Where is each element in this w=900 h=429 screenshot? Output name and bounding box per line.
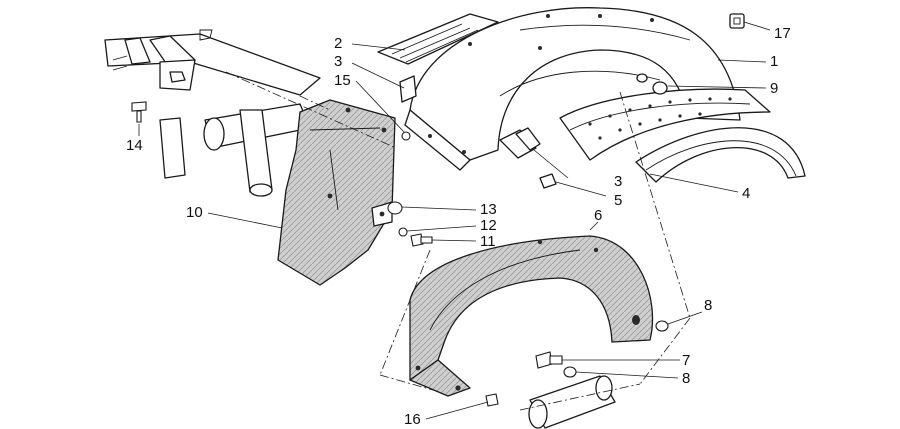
- callout-5: 5: [614, 192, 622, 209]
- part-14-bolt: [131, 101, 147, 123]
- callout-13: 13: [480, 201, 497, 218]
- part-10-splash-guard: [277, 99, 396, 286]
- part-5-clip: [539, 173, 557, 189]
- callout-15: 15: [334, 72, 351, 89]
- callout-14: 14: [126, 137, 143, 154]
- leader-lines: [138, 21, 771, 420]
- callout-3-upper: 3: [334, 53, 342, 70]
- part-8-washer-upper: [655, 320, 669, 332]
- part-11-bolt: [410, 233, 433, 247]
- part-15-washer: [401, 131, 411, 141]
- part-12-washer: [398, 227, 408, 237]
- part-17-nut: [729, 13, 745, 29]
- part-3-bracket-upper: [399, 75, 417, 103]
- part-13-spacer: [387, 201, 403, 215]
- callout-8-upper: 8: [704, 297, 712, 314]
- callout-4: 4: [742, 185, 750, 202]
- part-1-side-panel: [559, 88, 771, 161]
- part-16-nut: [485, 393, 499, 407]
- callout-1: 1: [770, 53, 778, 70]
- callout-10: 10: [186, 204, 203, 221]
- callout-17: 17: [774, 25, 791, 42]
- callout-9: 9: [770, 80, 778, 97]
- part-8-washer-lower: [563, 366, 577, 378]
- callout-8-lower: 8: [682, 370, 690, 387]
- lower-frame-tube: [528, 375, 616, 429]
- part-7-bolt: [535, 351, 563, 369]
- callout-labels: 1 2 3 15 17 9 14 3 4 5 10 13 6 12 11 8 7…: [126, 25, 791, 428]
- part-6-fender-liner: [409, 235, 654, 397]
- callout-7: 7: [682, 352, 690, 369]
- callout-16: 16: [404, 411, 421, 428]
- part-9-grommet: [636, 73, 668, 95]
- part-2-mud-flap: [377, 13, 499, 65]
- assembly-axis-lines: [225, 71, 691, 411]
- frame-assembly: [104, 29, 321, 197]
- callout-2: 2: [334, 35, 342, 52]
- callout-11: 11: [480, 233, 496, 250]
- part-4-fender-trim: [635, 127, 806, 183]
- callout-12: 12: [480, 217, 497, 234]
- callout-6: 6: [594, 207, 602, 224]
- part-3-bracket-lower: [499, 127, 541, 159]
- callout-3-lower: 3: [614, 173, 622, 190]
